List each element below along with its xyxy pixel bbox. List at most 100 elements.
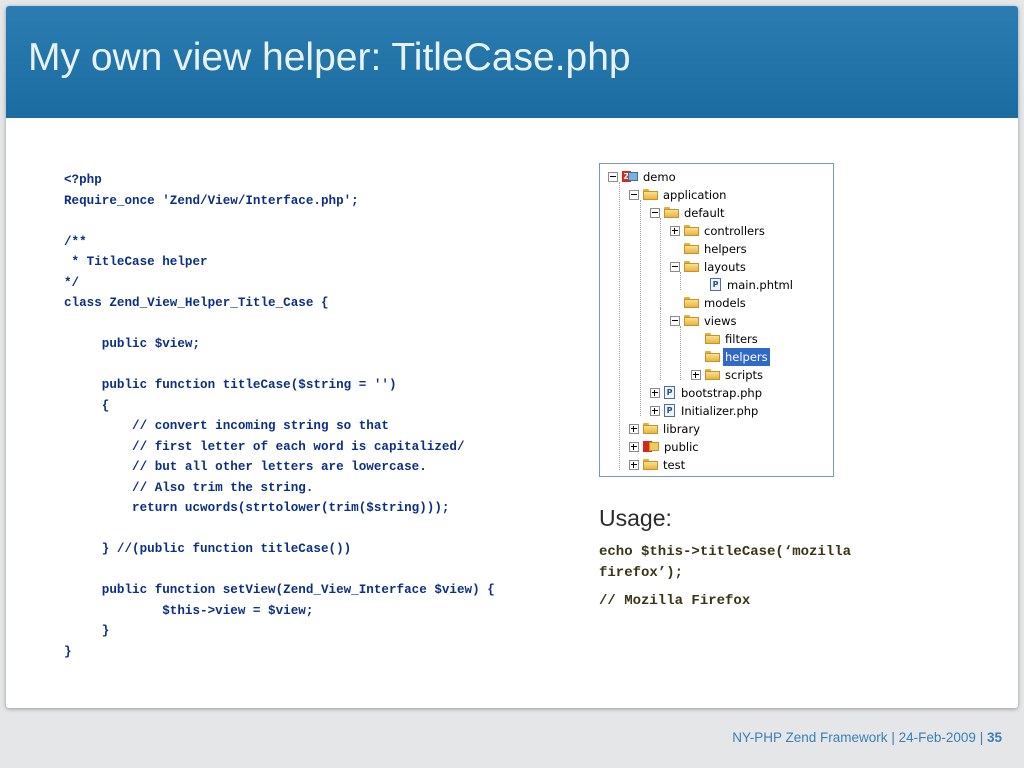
tree-label: demo: [643, 170, 676, 184]
collapse-icon[interactable]: [629, 189, 639, 200]
tree-item-test[interactable]: test: [629, 456, 687, 474]
tree-item-helpers[interactable]: helpers: [684, 240, 749, 258]
tree-label: main.phtml: [727, 278, 793, 292]
expand-icon[interactable]: [650, 405, 660, 416]
tree-item-views[interactable]: views: [670, 312, 738, 330]
code-line: class Zend_View_Helper_Title_Case {: [64, 296, 329, 310]
code-line: [64, 211, 495, 232]
tree-guide-line: [680, 326, 681, 380]
tree-guide-line: [680, 272, 681, 290]
folder-icon: [684, 296, 699, 308]
zend-project-icon: Z: [622, 170, 638, 183]
code-line: [64, 314, 495, 335]
tree-label: public: [664, 440, 699, 454]
tree-item-scripts[interactable]: scripts: [691, 366, 765, 384]
tree-item-views-helpers[interactable]: helpers: [705, 348, 770, 366]
code-line: } //(public function titleCase()): [64, 542, 352, 556]
collapse-icon[interactable]: [670, 315, 680, 326]
slide-title: My own view helper: TitleCase.php: [28, 36, 631, 79]
code-line: // but all other letters are lowercase.: [64, 460, 427, 474]
slide: My own view helper: TitleCase.php: [6, 6, 1018, 708]
code-line: {: [64, 398, 110, 413]
code-line: [64, 519, 495, 540]
folder-icon: [705, 350, 720, 362]
code-line: public $view;: [64, 337, 201, 351]
code-line: /**: [64, 234, 87, 249]
collapse-icon[interactable]: [650, 207, 660, 218]
folder-icon: [684, 314, 699, 326]
tree-label: controllers: [704, 224, 765, 238]
php-file-icon: P: [664, 385, 675, 399]
folder-icon: [684, 260, 699, 272]
folder-icon: [705, 332, 720, 344]
tree-label: layouts: [704, 260, 746, 274]
folder-icon: [643, 458, 658, 470]
tree-label: views: [704, 314, 737, 328]
tree-label: filters: [725, 332, 758, 346]
code-line: $this->view = $view;: [64, 603, 314, 618]
collapse-icon[interactable]: [608, 171, 618, 182]
expand-icon[interactable]: [629, 459, 639, 470]
code-line: public function setView(Zend_View_Interf…: [64, 583, 495, 597]
usage-heading: Usage:: [599, 505, 672, 531]
code-line: // first letter of each word is capitali…: [64, 439, 465, 454]
tree-label: helpers: [704, 242, 747, 256]
tree-item-library[interactable]: library: [629, 420, 702, 438]
tree-guide-line: [640, 200, 641, 416]
code-line: [64, 560, 495, 581]
tree-label: library: [663, 422, 700, 436]
folder-icon: [643, 188, 658, 200]
code-line: * TitleCase helper: [64, 255, 208, 269]
code-line: // Also trim the string.: [64, 480, 314, 495]
expand-icon[interactable]: [670, 225, 680, 236]
title-bar: My own view helper: TitleCase.php: [6, 6, 1018, 118]
code-line: <?php: [64, 173, 102, 187]
tree-item-models[interactable]: models: [684, 294, 748, 312]
footer-separator: |: [979, 730, 984, 745]
footer-date: 24-Feb-2009: [898, 730, 976, 745]
slide-footer: NY-PHP Zend Framework | 24-Feb-2009 | 35: [732, 730, 1002, 745]
expand-icon[interactable]: [629, 423, 639, 434]
code-line: public function titleCase($string = ''): [64, 378, 397, 392]
code-line: }: [64, 624, 110, 638]
folder-icon: [684, 242, 699, 254]
tree-item-initializer[interactable]: P Initializer.php: [650, 402, 760, 420]
tree-guide-line: [619, 182, 620, 470]
tree-item-controllers[interactable]: controllers: [670, 222, 767, 240]
tree-item-filters[interactable]: filters: [705, 330, 760, 348]
usage-result: // Mozilla Firefox: [599, 593, 751, 609]
public-folder-icon: [643, 440, 659, 453]
folder-icon: [664, 206, 679, 218]
tree-label: test: [663, 458, 686, 472]
tree-item-layouts[interactable]: layouts: [670, 258, 748, 276]
php-file-icon: P: [710, 277, 721, 291]
tree-item-application[interactable]: application: [629, 186, 728, 204]
tree-item-public[interactable]: public: [629, 438, 701, 456]
folder-icon: [643, 422, 658, 434]
tree-item-default[interactable]: default: [650, 204, 726, 222]
code-line: }: [64, 644, 72, 659]
expand-icon[interactable]: [691, 369, 701, 380]
expand-icon[interactable]: [629, 441, 639, 452]
tree-label: scripts: [725, 368, 764, 382]
tree-label: models: [704, 296, 746, 310]
page-number: 35: [986, 730, 1002, 745]
collapse-icon[interactable]: [670, 261, 680, 272]
php-file-icon: P: [664, 403, 675, 417]
tree-label: bootstrap.php: [681, 386, 762, 400]
tree-label: default: [684, 206, 725, 220]
code-line: Require_once 'Zend/View/Interface.php';: [64, 193, 359, 208]
tree-guide-line: [660, 218, 661, 308]
usage-code: echo $this->titleCase(‘mozilla firefox’)…: [599, 544, 852, 581]
code-line: return ucwords(strtolower(trim($string))…: [64, 501, 450, 515]
tree-label: application: [663, 188, 727, 202]
expand-icon[interactable]: [650, 387, 660, 398]
tree-label-selected: helpers: [723, 348, 770, 366]
code-line: // convert incoming string so that: [64, 419, 389, 433]
tree-label: Initializer.php: [681, 404, 759, 418]
